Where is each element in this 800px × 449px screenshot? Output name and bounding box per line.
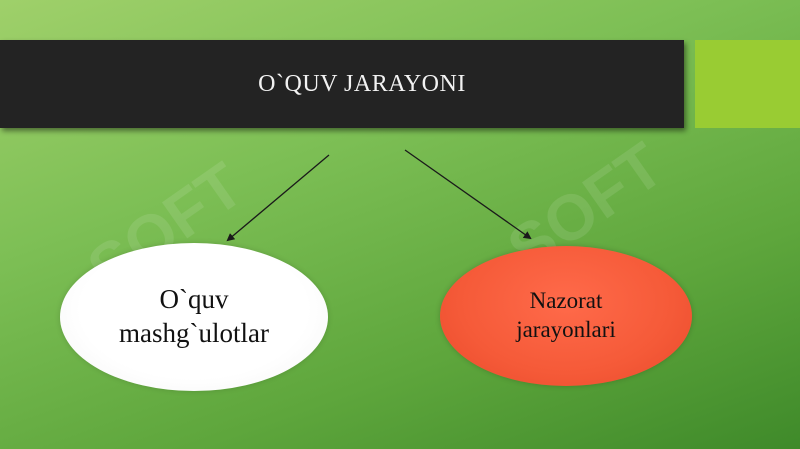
node-label-line2: mashg`ulotlar — [119, 318, 269, 348]
node-nazorat-jarayonlari: Nazorat jarayonlari — [440, 246, 692, 386]
node-label-line1: Nazorat — [529, 288, 603, 314]
node-label: Nazorat jarayonlari — [516, 287, 616, 345]
node-oquv-mashgulotlar: O`quv mashg`ulotlar — [60, 243, 328, 391]
node-label-line2: jarayonlari — [516, 317, 616, 342]
arrow-to-right-node — [404, 149, 532, 240]
title-bar: O`QUV JARAYONI — [0, 40, 684, 128]
arrow-to-left-node — [226, 154, 330, 242]
accent-box — [695, 40, 800, 128]
node-label: O`quv mashg`ulotlar — [119, 283, 269, 351]
node-label-line1: O`quv — [159, 284, 229, 315]
slide-title: O`QUV JARAYONI — [258, 70, 466, 97]
